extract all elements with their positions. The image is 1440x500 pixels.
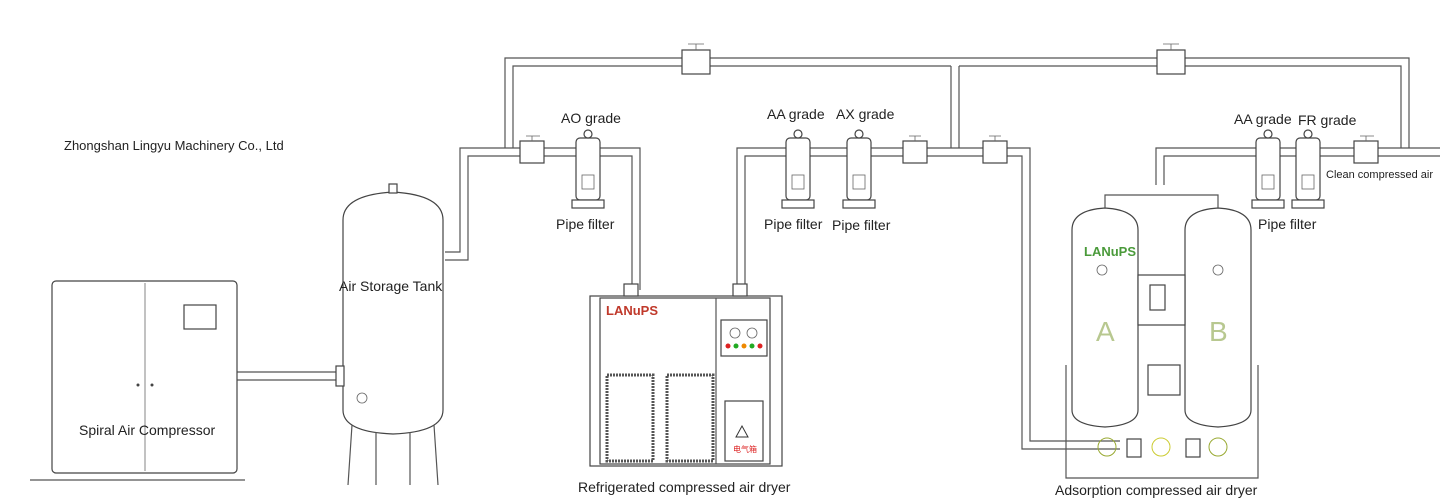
tower-a-label: A xyxy=(1096,316,1115,347)
filter-grade-ax: AX grade xyxy=(836,106,895,122)
filter-icon xyxy=(1251,129,1285,209)
valve-icon xyxy=(519,135,545,164)
outlet-label: Clean compressed air xyxy=(1326,169,1433,181)
brand-logo: LANuPS xyxy=(1084,244,1136,259)
valves xyxy=(519,43,1379,164)
pipelines xyxy=(237,57,1440,450)
filter-icon xyxy=(842,129,876,209)
valve-icon xyxy=(902,135,928,164)
adsorption-air-dryer xyxy=(1065,194,1259,479)
filter-label: Pipe filter xyxy=(764,216,823,232)
filter-grade-aa: AA grade xyxy=(767,106,825,122)
filter-grade-aa: AA grade xyxy=(1234,111,1292,127)
tank-label: Air Storage Tank xyxy=(339,278,443,294)
adsorption-dryer-label: Adsorption compressed air dryer xyxy=(1055,482,1258,498)
electrical-box-label: 电气箱 xyxy=(733,445,757,454)
valve-icon xyxy=(681,43,711,75)
valve-icon xyxy=(1353,135,1379,164)
brand-logo: LANuPS xyxy=(606,303,658,318)
refrigerated-air-dryer xyxy=(589,283,783,467)
pipe-filters xyxy=(571,129,1325,209)
air-storage-tank xyxy=(335,183,444,486)
filter-label: Pipe filter xyxy=(1258,216,1317,232)
company-name: Zhongshan Lingyu Machinery Co., Ltd xyxy=(64,138,284,153)
filter-icon xyxy=(781,129,815,209)
valve-icon xyxy=(1156,43,1186,75)
valve-icon xyxy=(982,135,1008,164)
filter-label: Pipe filter xyxy=(556,216,615,232)
filter-label: Pipe filter xyxy=(832,217,891,233)
compressor-label: Spiral Air Compressor xyxy=(79,422,216,438)
filter-icon xyxy=(1291,129,1325,209)
tower-b-label: B xyxy=(1209,316,1228,347)
refrigerated-dryer-label: Refrigerated compressed air dryer xyxy=(578,479,791,495)
filter-icon xyxy=(571,129,605,209)
filter-grade-ao: AO grade xyxy=(561,110,621,126)
spiral-air-compressor xyxy=(30,280,245,481)
filter-grade-fr: FR grade xyxy=(1298,112,1357,128)
